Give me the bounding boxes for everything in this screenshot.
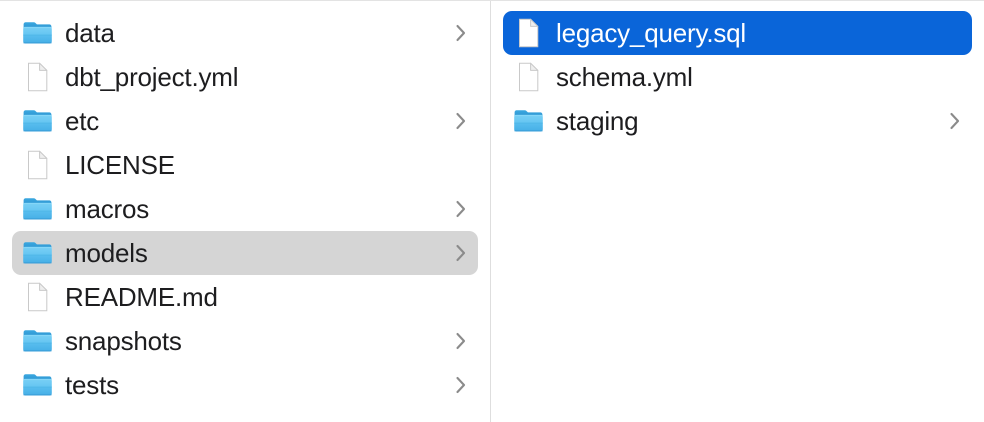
file-row[interactable]: data [12,11,478,55]
chevron-right-icon [948,110,962,132]
chevron-right-icon [454,374,468,396]
file-row[interactable]: README.md [12,275,478,319]
folder-icon [22,238,53,268]
file-name-label: LICENSE [65,150,175,180]
file-name-label: README.md [65,282,218,312]
file-row[interactable]: LICENSE [12,143,478,187]
chevron-right-icon [454,330,468,352]
file-row[interactable]: macros [12,187,478,231]
file-row[interactable]: snapshots [12,319,478,363]
chevron-right-icon [454,242,468,264]
folder-icon [22,326,53,356]
folder-icon [22,106,53,136]
file-name-label: dbt_project.yml [65,62,239,92]
file-icon [513,18,544,48]
chevron-right-icon [454,198,468,220]
file-name-label: data [65,18,115,48]
folder-icon [22,370,53,400]
file-row[interactable]: legacy_query.sql [503,11,972,55]
file-name-label: tests [65,370,119,400]
file-icon [22,62,53,92]
folder-icon [513,106,544,136]
chevron-right-icon [454,110,468,132]
file-name-label: snapshots [65,326,182,356]
file-name-label: macros [65,194,150,224]
file-row[interactable]: models [12,231,478,275]
file-column-child: legacy_query.sql schema.yml staging [491,1,984,422]
file-row[interactable]: tests [12,363,478,407]
file-row[interactable]: staging [503,99,972,143]
file-row[interactable]: etc [12,99,478,143]
file-icon [513,62,544,92]
file-icon [22,150,53,180]
chevron-right-icon [454,22,468,44]
file-row[interactable]: schema.yml [503,55,972,99]
file-name-label: etc [65,106,100,136]
file-row[interactable]: dbt_project.yml [12,55,478,99]
folder-icon [22,194,53,224]
file-name-label: staging [556,106,639,136]
file-list-child: legacy_query.sql schema.yml staging [491,1,984,143]
folder-icon [22,18,53,48]
file-name-label: models [65,238,148,268]
file-icon [22,282,53,312]
file-name-label: schema.yml [556,62,693,92]
file-name-label: legacy_query.sql [556,18,746,48]
